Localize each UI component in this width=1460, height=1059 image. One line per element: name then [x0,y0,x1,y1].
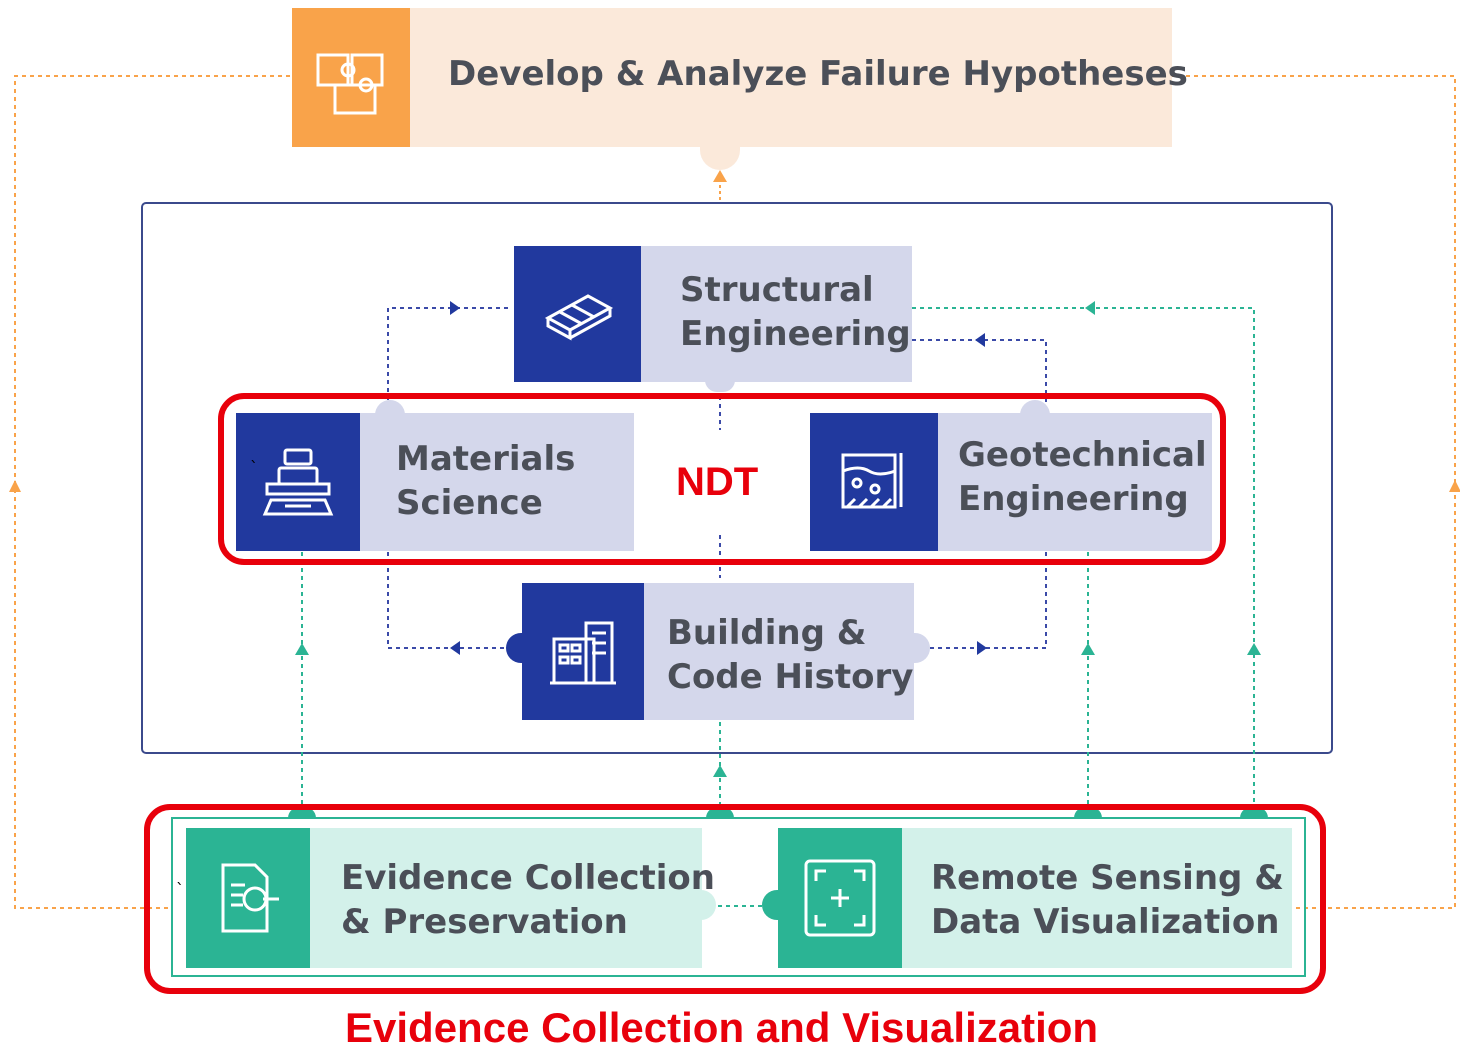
geotechnical-engineering-block: Geotechnical Engineering [810,413,1212,551]
building-right-notch [912,633,930,663]
evidence-visualization-caption: Evidence Collection and Visualization [345,1004,1099,1051]
building-left-notch [506,633,524,663]
building-code-block: Building & Code History [522,583,914,720]
stray-mark-evidence: ` [176,880,184,899]
right-loop-arrow [1449,480,1460,492]
materials-science-block: Materials Science [236,413,634,551]
evidence-collection-block: Evidence Collection & Preservation [186,828,715,968]
evidence-right-notch [700,890,716,920]
viewfinder-icon [778,828,902,968]
materials-connector-notch [375,400,405,416]
hypotheses-block: Develop & Analyze Failure Hypotheses [292,8,1188,147]
geotechnical-engineering-label: Geotechnical Engineering [958,435,1207,519]
structural-engineering-label: Structural Engineering [680,270,911,354]
building-code-label: Building & Code History [667,613,914,697]
remote-sensing-label: Remote Sensing & Data Visualization [931,858,1284,942]
hypotheses-title: Develop & Analyze Failure Hypotheses [448,54,1188,94]
microscope-icon [236,413,360,551]
left-loop-arrow [9,480,21,492]
evidence-band [171,817,1306,977]
soil-layers-icon [810,413,938,551]
geotech-connector-notch [1020,400,1050,416]
up-arrow-hypotheses [713,170,727,182]
building-icon [522,583,644,720]
structural-bottom-notch [705,380,735,392]
ndt-label: NDT [676,460,759,504]
beam-icon [514,246,641,382]
evidence-highlight-frame [144,804,1326,994]
evidence-collection-label: Evidence Collection & Preservation [341,858,715,942]
discipline-connectors [387,307,1047,649]
ndt-highlight-frame [218,393,1226,565]
stray-mark-materials: ` [250,458,258,477]
structural-engineering-block: Structural Engineering [514,246,912,382]
remote-sensing-block: Remote Sensing & Data Visualization [778,828,1292,968]
disciplines-frame [141,202,1333,754]
materials-science-label: Materials Science [396,439,576,523]
remote-left-notch [762,890,780,920]
document-search-icon [186,828,310,968]
puzzle-icon [292,8,410,147]
evidence-connectors [301,307,1255,907]
